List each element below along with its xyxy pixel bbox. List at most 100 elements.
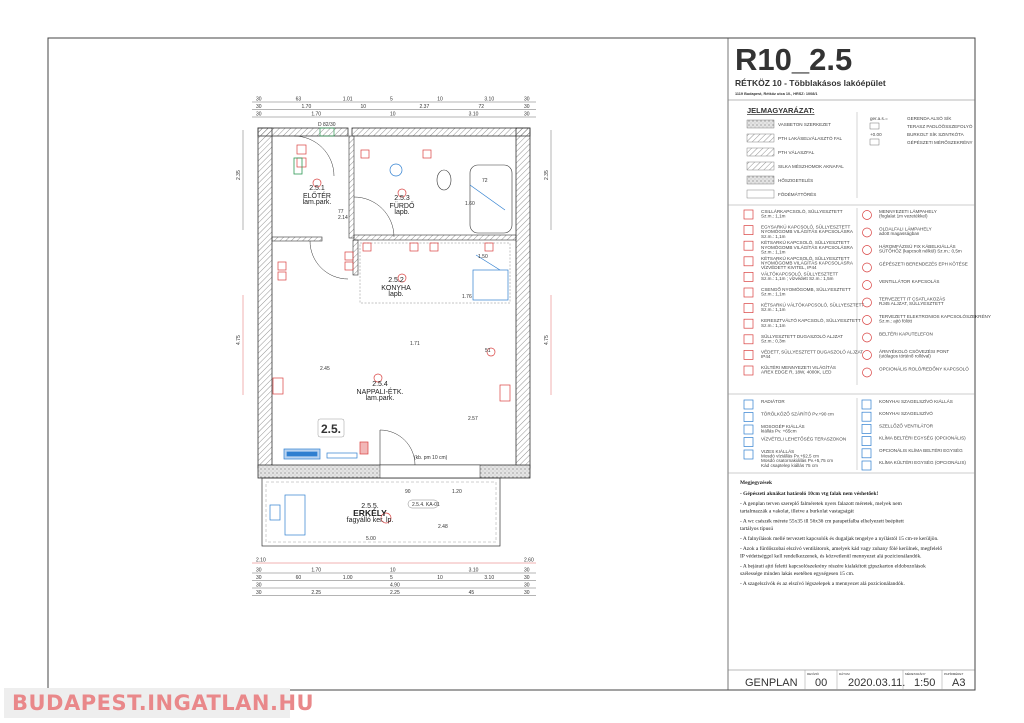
legend-marker-symbol bbox=[869, 122, 880, 130]
legend-symbol-icon bbox=[743, 437, 754, 447]
legend-symbol-icon bbox=[862, 350, 872, 360]
legend-item-label: NYOMÓGOMB VILÁGÍTÁS KAPCSOLÁSRA bbox=[761, 228, 854, 234]
note-line: szélessége minden lakás esetében egysége… bbox=[740, 571, 854, 577]
dimension-label: 30 bbox=[256, 112, 262, 118]
legend-marker-label: BURKOLT SÍK SZINTKÓTA bbox=[907, 131, 965, 137]
meter-tag: D 82/30 bbox=[318, 122, 336, 128]
intercom-symbol bbox=[293, 157, 303, 175]
meter-box-symbol bbox=[319, 127, 335, 137]
legend-material-label: VASBETON SZERKEZET bbox=[778, 122, 831, 127]
legend-item-label: OPCIONÁLIS ROLÓ/REDŐNY KAPCSOLÓ bbox=[879, 366, 969, 372]
legend-symbol-icon bbox=[743, 225, 754, 235]
legend-symbol-icon bbox=[862, 262, 872, 273]
legend-swatch bbox=[746, 175, 775, 185]
legend-symbol-icon bbox=[743, 350, 754, 360]
dimension-label: 10 bbox=[361, 104, 367, 110]
legend-item-label: (utólagos történő rollóval) bbox=[879, 354, 931, 359]
dimension-label: 3.10 bbox=[469, 112, 479, 118]
room-name: ELŐTÉR bbox=[303, 191, 331, 200]
dimension-label: 2.35 bbox=[544, 170, 550, 180]
legend-marker-code: +0.00 bbox=[870, 132, 882, 137]
room-id: 2.5.1 bbox=[309, 185, 325, 192]
dimension-label: 10 bbox=[437, 575, 443, 581]
dimension-label: 4.90 bbox=[390, 583, 400, 589]
legend-symbol-icon bbox=[861, 411, 872, 422]
note-line: tartályos típusú bbox=[740, 526, 773, 532]
watermark-logo: BUDAPEST.INGATLAN.HU bbox=[4, 688, 314, 718]
dimension-label: 30 bbox=[256, 568, 262, 574]
legend-material-label: PTH LAKÁSELVÁLASZTÓ FAL bbox=[778, 135, 842, 141]
legend-item-label: Sz.m.: ajtó fölött bbox=[879, 319, 913, 324]
legend-item-label: MENNYEZETI LÁMPAHELY bbox=[879, 208, 937, 214]
legend-item-label: GÉPÉSZETI BERENDEZÉS EPH KÖTÉSE bbox=[879, 261, 968, 267]
legend-item-label: NYOMÓGOMB VILÁGÍTÁS KAPCSOLÁSRA bbox=[761, 259, 854, 265]
legend-item-label: RADIÁTOR bbox=[761, 398, 785, 404]
sheet-info-row: GENPLAN REVÍZIÓ 00 DÁTUM 2020.03.11. MÉR… bbox=[745, 670, 965, 690]
unit-label: 2.5. bbox=[321, 422, 341, 436]
legend-item-label: TÖRÖLKÖZŐ SZÁRÍTÓ Pv.+90 cm bbox=[761, 411, 834, 417]
mechanical-symbols bbox=[269, 163, 509, 536]
dimension-label: 10 bbox=[437, 97, 443, 103]
legend-item-label: Mosdó csatornakiállás Pv.+5,75 cm bbox=[761, 458, 833, 463]
dimension-label: 2.25 bbox=[390, 590, 400, 596]
legend-symbol-icon bbox=[862, 245, 872, 255]
legend-item-label: KÉTSARKÚ KAPCSOLÓ, SÜLLYESZTETT bbox=[761, 255, 850, 261]
legend-symbol-icon bbox=[743, 303, 754, 313]
dimension-label: 1.70 bbox=[302, 104, 312, 110]
legend-item-label: OPCIONÁLIS KLÍMA BELTÉRI EGYSÉG bbox=[879, 447, 963, 453]
legend-item-label: Sz.m.: 1,1m bbox=[761, 234, 786, 239]
dimension-label: 90 bbox=[405, 489, 411, 495]
wall-right bbox=[515, 127, 531, 469]
legend-item-label: adott magasságban bbox=[879, 231, 920, 236]
dimension-label: 30 bbox=[524, 112, 530, 118]
legend-symbol-icon bbox=[861, 399, 872, 410]
room-floor: lam.park. bbox=[303, 199, 332, 206]
dimension-label: 5 bbox=[390, 575, 393, 581]
legend-item-label: KONYHAI SZAGELSZÍVÓ KIÁLLÁS bbox=[879, 398, 953, 404]
legend-item-label: Sz.m.: 1,1m bbox=[761, 214, 786, 219]
legend-symbol-icon bbox=[743, 424, 754, 435]
dimension-label: 1.20 bbox=[452, 489, 462, 495]
legend-symbol-icon bbox=[743, 365, 754, 376]
legend-symbol-icon bbox=[862, 297, 872, 308]
legend-item-label: HÁROMFÁZISÚ FIX KÁBELKIÁLLÁS bbox=[879, 243, 956, 249]
dimension-label: 2.14 bbox=[338, 215, 348, 221]
dimension-label: 30 bbox=[256, 583, 262, 589]
legend-symbol-icon bbox=[862, 280, 872, 290]
watermark-text: BUDAPEST.INGATLAN.HU bbox=[12, 691, 315, 715]
legend-item-label: SZELLŐZŐ VENTILÁTOR bbox=[879, 422, 934, 428]
legend-swatch bbox=[746, 119, 775, 129]
dimension-label: 1.50 bbox=[478, 254, 488, 260]
sheet-name: GENPLAN bbox=[745, 677, 798, 689]
dimension-label: 2.37 bbox=[420, 104, 430, 110]
paper-value: A3 bbox=[952, 677, 965, 689]
legend-symbol-icon bbox=[862, 210, 872, 220]
room-floor: lapb. bbox=[388, 291, 403, 298]
legend-item-label: EGYSARKÚ KAPCSOLÓ, SÜLLYESZTETT bbox=[761, 224, 850, 230]
dimension-label: 2.48 bbox=[438, 524, 448, 530]
door-swing-entrance bbox=[293, 135, 335, 177]
door-swing-balcony bbox=[379, 429, 416, 466]
legend-item-label: SÜTŐHÖZ (kapcsolt nélkül) Sz.m.: 0,5m bbox=[879, 248, 962, 254]
sheet-code: R10_2.5 bbox=[735, 42, 852, 77]
date-label: DÁTUM bbox=[839, 672, 850, 676]
dimension-label: 1.71 bbox=[410, 341, 420, 347]
balcony-door-opening bbox=[379, 464, 481, 479]
legend-item-label: KÉTSARKÚ KAPCSOLÓ, SÜLLYESZTETT bbox=[761, 239, 850, 245]
note-line: IP védettséggel kell rendelkezzenek, és … bbox=[740, 554, 922, 560]
dimension-label: 30 bbox=[524, 97, 530, 103]
kitchen-counter bbox=[359, 242, 511, 304]
note-line: - Gépészeti aknákat határoló 10cm vtg fa… bbox=[740, 491, 878, 497]
dimension-label: 30 bbox=[524, 583, 530, 589]
dimension-label: 10 bbox=[390, 112, 396, 118]
note-line: tartalmazzák a vakolat, illetve a burkol… bbox=[740, 509, 854, 515]
dimension-label: 1.70 bbox=[311, 568, 321, 574]
legend-swatch bbox=[746, 133, 775, 143]
dimension-label: 30 bbox=[524, 568, 530, 574]
legend-symbol-icon bbox=[861, 460, 872, 471]
